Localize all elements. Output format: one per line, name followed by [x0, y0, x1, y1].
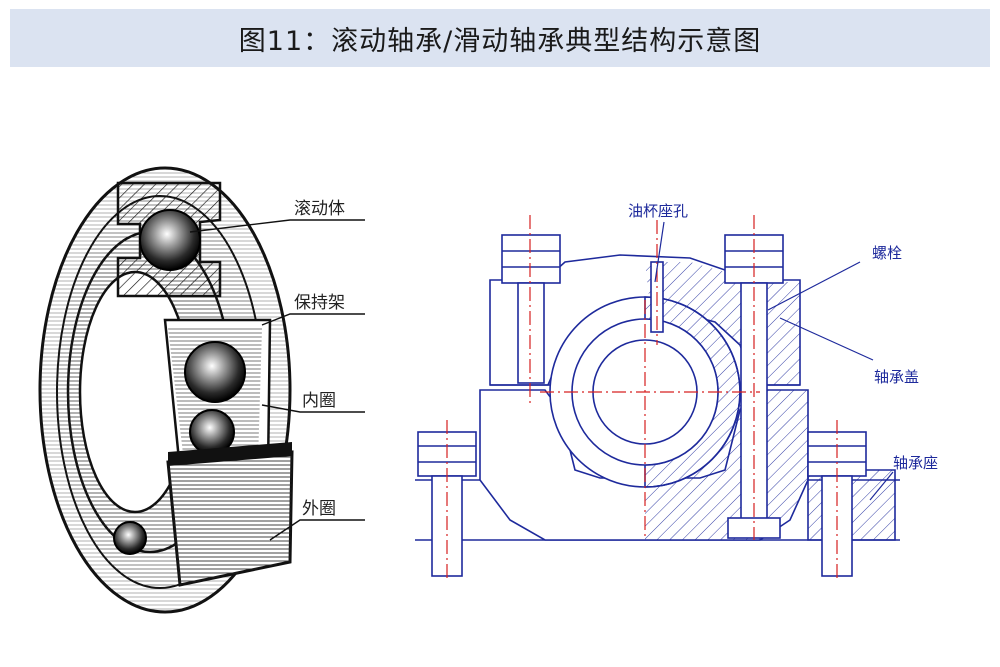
ball-bottom [113, 521, 147, 555]
label-bearing-cap: 轴承盖 [874, 368, 919, 386]
figure-title: 图11：滚动轴承/滑动轴承典型结构示意图 [238, 25, 762, 57]
sliding-bearing [415, 215, 900, 580]
title-bar: 图11：滚动轴承/滑动轴承典型结构示意图 [10, 9, 990, 67]
label-outer-ring: 外圈 [302, 499, 336, 519]
outer-ring-cutaway [166, 442, 294, 587]
center-lines [446, 215, 838, 580]
label-oil-cup-hole: 油杯座孔 [628, 202, 688, 220]
inner-ring [66, 230, 234, 554]
rolling-bearing: 滚动体 保持架 内圈 外圈 [38, 166, 365, 614]
ball-middle [184, 341, 246, 403]
label-bolt: 螺栓 [872, 244, 902, 262]
sliding-leaders [654, 221, 894, 501]
label-cage: 保持架 [294, 293, 345, 313]
ball-top [139, 209, 201, 271]
label-inner-ring: 内圈 [302, 391, 336, 411]
label-rolling-element: 滚动体 [294, 199, 345, 219]
bolt-left [501, 234, 561, 384]
rolling-leaders [189, 219, 365, 541]
label-bearing-seat: 轴承座 [893, 454, 938, 472]
